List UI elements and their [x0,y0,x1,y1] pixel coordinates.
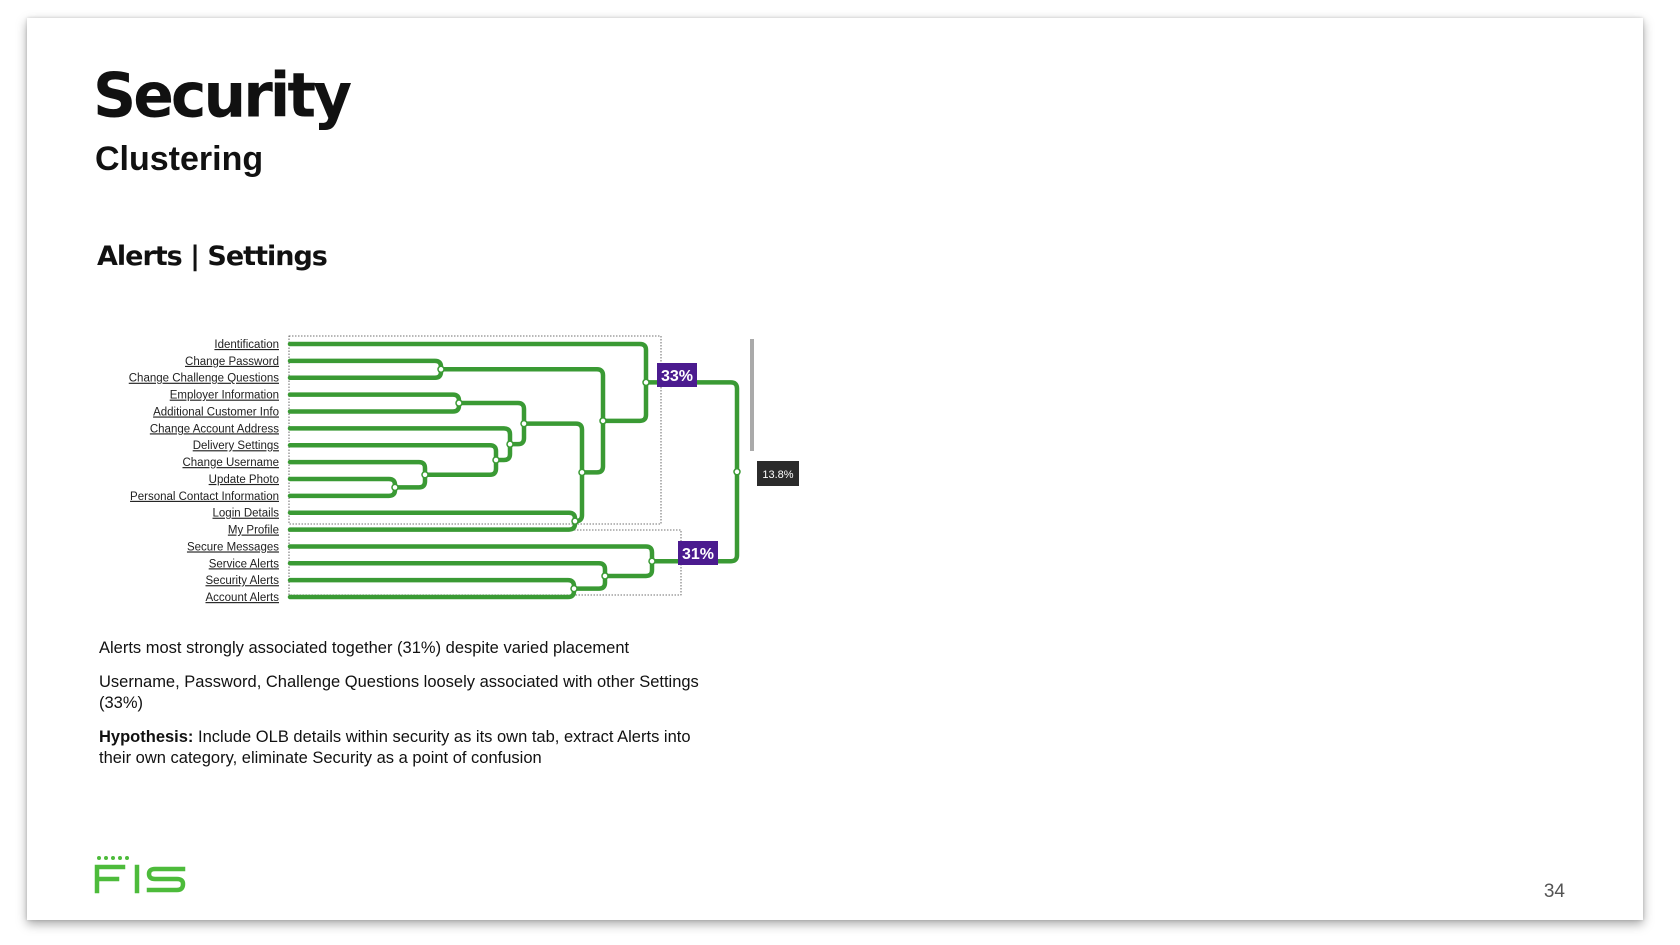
dendrogram-node [642,378,650,387]
dendrogram-label: Employer Information [170,390,279,402]
dendrogram-node [391,483,399,492]
dendrogram-label: Identification [214,339,279,351]
dendrogram-branch [643,380,740,564]
dendrogram-node [492,456,500,464]
dendrogram-label: Additional Customer Info [153,406,279,418]
slide-title: Security [93,60,352,132]
dendrogram-node [599,417,607,425]
dendrogram-node [601,572,609,580]
slide-subtitle: Clustering [95,140,264,178]
dendrogram-node [455,399,463,407]
cluster-top-badge: 33% [657,363,697,387]
dendrogram-label: Update Photo [209,474,279,486]
dendrogram-node [570,584,578,593]
dendrogram-label: Change Password [185,356,279,368]
dendrogram-branch [287,510,578,532]
dendrogram-branches [287,341,741,600]
dendrogram-node [578,468,586,477]
root-badge: 13.8% [757,461,799,486]
dendrogram-node [506,440,514,448]
note-settings: Username, Password, Challenge Questions … [99,673,699,712]
hypothesis-label: Hypothesis: [99,728,194,746]
cluster-bottom-badge: 31% [678,541,718,565]
root-pct: 13.8% [762,469,793,481]
dendrogram-label: My Profile [228,525,279,537]
dendrogram-label: Service Alerts [209,558,280,570]
dendrogram-label: Personal Contact Information [130,491,279,503]
dendrogram-branch [456,400,527,447]
cluster-top-pct: 33% [661,368,693,385]
dendrogram-label: Change Challenge Questions [129,373,279,385]
note-hypothesis: Hypothesis: Include OLB details within s… [99,727,699,769]
dendrogram-node [437,365,445,374]
dendrogram-branch [287,459,428,490]
dendrogram-branch [287,577,577,600]
dendrogram-label: Security Alerts [206,575,280,587]
dendrogram-label: Account Alerts [205,592,279,604]
note-alerts: Alerts most strongly associated together… [99,639,630,657]
dendrogram-label: Login Details [213,508,280,520]
scale-bar [750,339,754,451]
dendrogram-node [571,517,579,525]
cluster-bottom-pct: 31% [682,546,714,563]
dendrogram-branch [287,476,398,499]
dendrogram-label: Delivery Settings [193,440,280,452]
dendrogram-node [733,468,741,476]
dendrogram-node [648,557,656,565]
dendrogram-branch [287,561,608,591]
dendrogram-label: Change Username [182,457,279,469]
notes: Alerts most strongly associated together… [99,638,699,782]
slide: Security Clustering Alerts | Settings Id… [27,18,1643,920]
dendrogram-node [421,470,429,479]
dendrogram-node [520,419,528,428]
dendrogram-branch [287,392,462,414]
dendrogram-label: Change Account Address [150,423,279,435]
page-number: 34 [1543,881,1565,902]
section-title: Alerts | Settings [97,241,328,272]
dendrogram-branch [287,358,444,380]
fis-logo [94,856,186,894]
dendrogram-label: Secure Messages [187,541,279,553]
dendrogram-branch [521,421,585,524]
hypothesis-text: Include OLB details within security as i… [99,728,691,767]
